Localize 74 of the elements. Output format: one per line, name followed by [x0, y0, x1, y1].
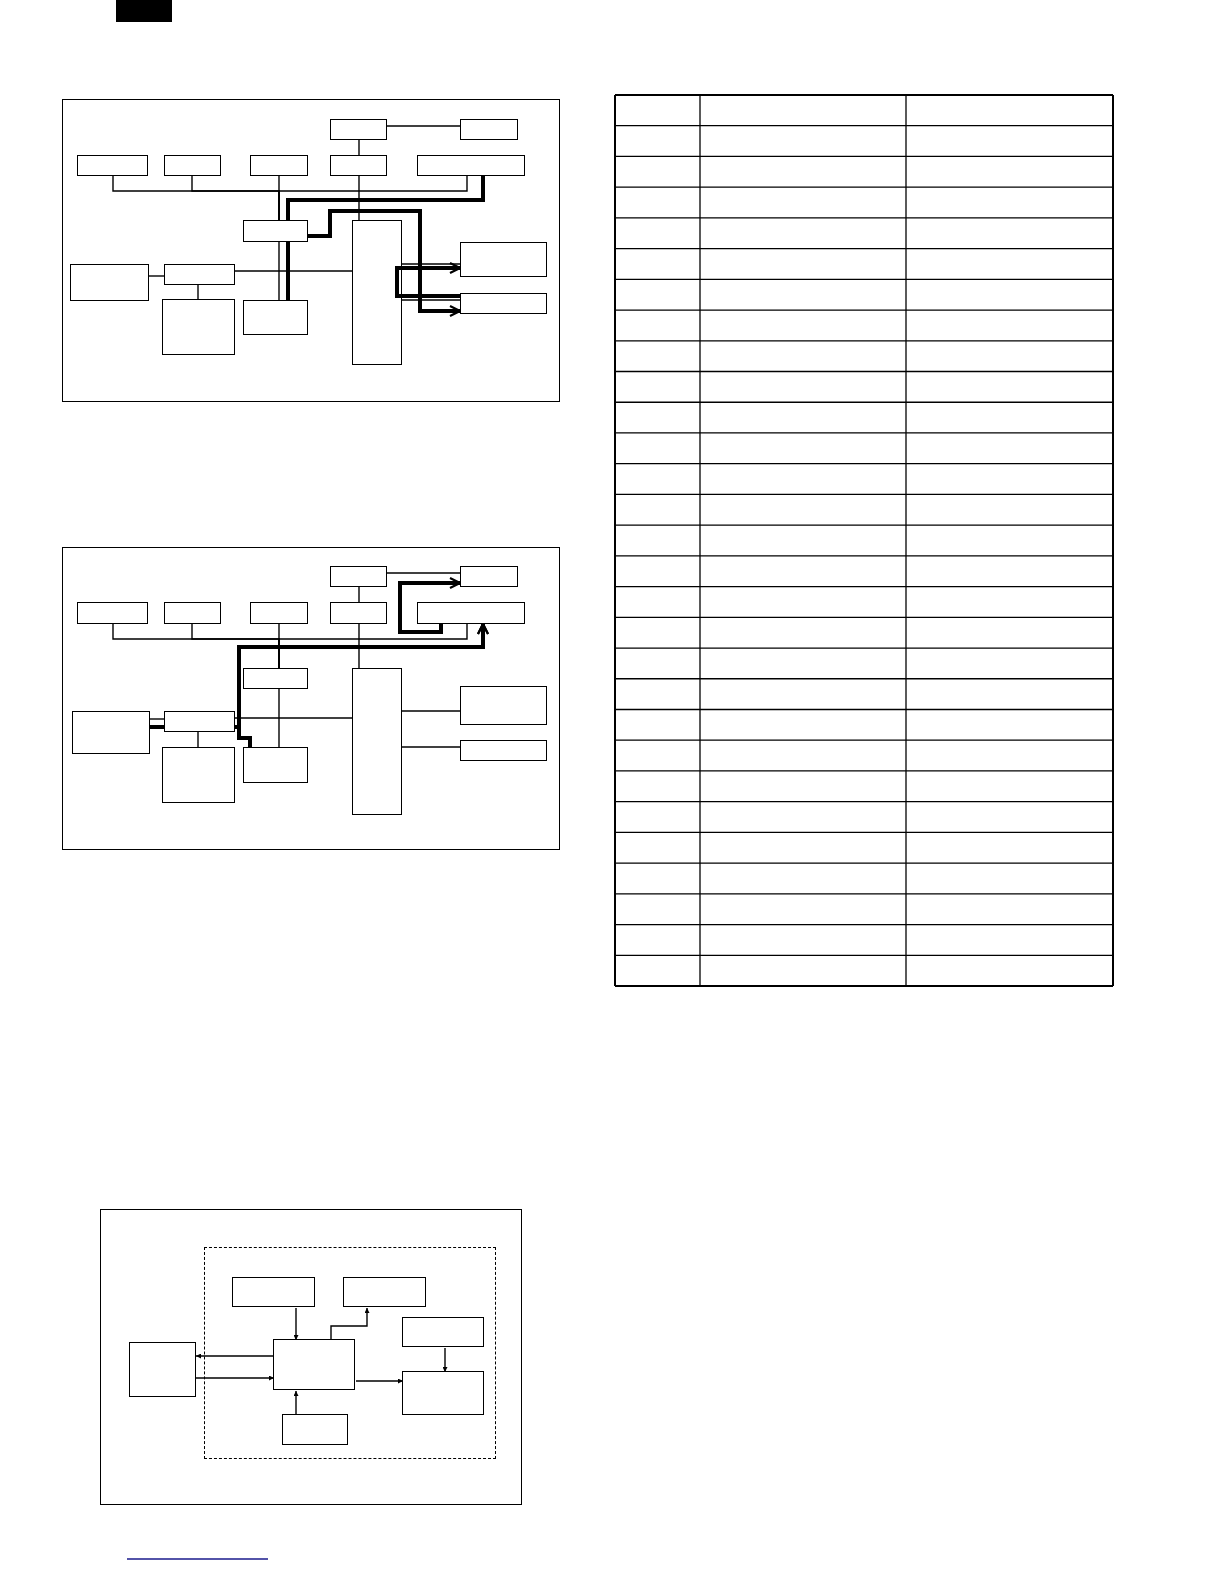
arrow	[355, 1378, 404, 1384]
block-box	[459, 565, 518, 587]
connector-line	[358, 175, 360, 221]
arrow	[195, 1353, 275, 1359]
connector-line	[150, 725, 164, 729]
arrow	[442, 1347, 448, 1373]
block-box	[242, 299, 308, 335]
block-box	[161, 746, 235, 803]
connector-line	[358, 623, 360, 669]
connector-line	[401, 299, 461, 301]
block-box	[329, 601, 387, 624]
block-box	[351, 667, 402, 815]
block-box	[163, 710, 235, 732]
connector-line	[278, 623, 468, 669]
block-box	[242, 746, 308, 783]
block-box	[76, 601, 148, 624]
arrow	[293, 1390, 299, 1416]
block-box	[459, 118, 518, 140]
arrow	[395, 261, 462, 298]
connector-line	[386, 125, 461, 127]
block-box	[329, 118, 387, 140]
arrow	[330, 1307, 370, 1341]
block-box	[343, 1277, 426, 1307]
connector-line	[197, 284, 199, 300]
dashed-boundary-box	[203, 1246, 496, 1459]
diagram-frame	[100, 1209, 522, 1505]
block-box	[273, 1339, 355, 1390]
block-box	[416, 154, 525, 176]
block-box	[329, 565, 387, 587]
arrow	[195, 1375, 275, 1381]
block-box	[69, 263, 149, 301]
diagram-frame	[62, 99, 560, 402]
block-box	[282, 1414, 348, 1445]
arrow	[398, 576, 462, 634]
block-box	[163, 154, 221, 176]
block-box	[249, 601, 308, 624]
connector-line	[386, 572, 461, 574]
connector-line	[358, 139, 360, 156]
block-box	[459, 292, 547, 314]
connector-line	[148, 275, 165, 277]
connector-line	[234, 717, 353, 719]
block-box	[76, 154, 148, 176]
block-box	[329, 154, 387, 176]
block-box	[161, 298, 235, 355]
connector-line	[286, 242, 290, 300]
connector-line	[278, 175, 468, 221]
connector-line	[286, 176, 485, 220]
block-box	[459, 241, 547, 277]
connector-line	[358, 586, 360, 603]
block-box	[71, 710, 150, 754]
block-box	[232, 1277, 315, 1307]
connector-line	[197, 731, 199, 748]
block-box	[351, 219, 402, 365]
block-box	[402, 1371, 484, 1415]
block-box	[163, 263, 235, 285]
block-box	[163, 601, 221, 624]
connector-line	[234, 270, 353, 272]
block-box	[459, 739, 547, 761]
connector-line	[278, 688, 280, 748]
connector-line	[278, 241, 280, 301]
arrow	[308, 209, 462, 318]
block-box	[242, 219, 308, 242]
block-box	[249, 154, 308, 176]
connector-line	[401, 746, 461, 748]
block-box	[242, 667, 308, 689]
block-box	[128, 1341, 196, 1397]
block-box	[416, 601, 525, 624]
arrow	[293, 1307, 299, 1341]
block-box	[402, 1317, 484, 1347]
block-box	[459, 685, 547, 725]
connector-line	[401, 710, 461, 712]
diagram-frame	[62, 547, 560, 850]
connector-line	[149, 718, 165, 720]
connector-line	[401, 263, 461, 265]
